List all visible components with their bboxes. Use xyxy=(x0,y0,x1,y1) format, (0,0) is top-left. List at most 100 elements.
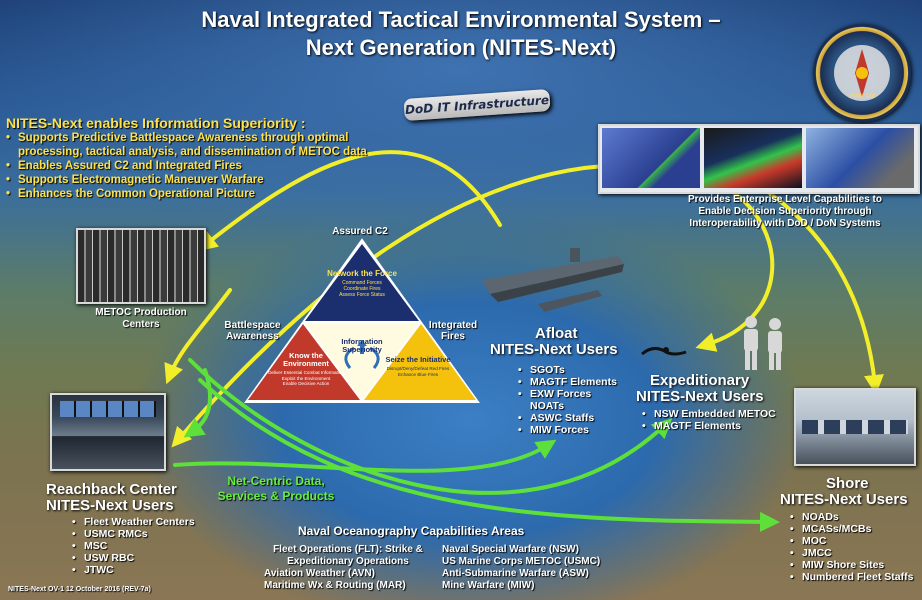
expeditionary-title: Expeditionary xyxy=(650,372,750,389)
info-bullet: Enhances the Common Operational Picture xyxy=(6,187,406,201)
information-superiority-label: Information Superiority xyxy=(341,337,383,354)
arrow-green-to-shore xyxy=(198,378,780,532)
info-superiority-block: NITES-Next enables Information Superiori… xyxy=(6,116,406,201)
metoc-photo xyxy=(76,228,206,304)
assured-c2-label: Assured C2 xyxy=(332,226,388,237)
expeditionary-subtitle: NITES-Next Users xyxy=(636,388,764,405)
know-item: Exploit the Environment xyxy=(281,375,331,381)
capability-area: Anti-Submarine Warfare (ASW) xyxy=(442,568,589,579)
arrow-green-to-afloat xyxy=(173,439,557,473)
reachback-item: Fleet Weather Centers xyxy=(72,516,216,528)
metoc-caption: METOC Production Centers xyxy=(95,307,187,330)
know-item: Deliver Essential Combat Information xyxy=(268,370,344,375)
reachback-users-group: Reachback Center NITES-Next Users Fleet … xyxy=(46,482,216,577)
afloat-item: SGOTs xyxy=(518,364,660,376)
triangle-left xyxy=(248,324,360,400)
info-bullet: Supports Predictive Battlespace Awarenes… xyxy=(6,131,406,159)
diver-icon xyxy=(641,347,687,356)
reachback-item: JTWC xyxy=(72,564,216,576)
network-the-force-title: Network the Force xyxy=(327,269,397,278)
arrow-green-to-reachback-loop xyxy=(183,368,213,438)
screen-thumbnail xyxy=(602,128,700,188)
network-item: Assess Force Status xyxy=(339,292,385,298)
seize-item: Disrupt/Deny/Defeat Red Fires xyxy=(386,366,450,371)
capability-area: Maritime Wx & Routing (MAR) xyxy=(264,580,406,591)
triangle-center xyxy=(305,323,419,400)
net-centric-label: Net-Centric Data, Services & Products xyxy=(206,474,346,504)
afloat-subtitle: NITES-Next Users xyxy=(490,341,618,358)
network-item: Command Forces xyxy=(342,280,382,286)
know-item: Enable Decisive Action xyxy=(282,381,330,386)
arrow-enterprise-to-expeditionary xyxy=(695,188,775,352)
know-the-environment-title: Know the Environment xyxy=(283,351,329,368)
title-line-2: Next Generation (NITES-Next) xyxy=(305,35,617,60)
seize-the-initiative-title: Seize the Initiative xyxy=(385,355,451,364)
shore-title: Shore xyxy=(826,475,869,492)
afloat-list: SGOTs MAGTF Elements EXW Forces NOATs AS… xyxy=(490,364,660,436)
shore-users-group: Shore NITES-Next Users NOADs MCASs/MCBs … xyxy=(780,475,920,584)
reachback-photo xyxy=(50,393,166,471)
enterprise-screens-panel xyxy=(598,124,920,194)
soldiers-icon xyxy=(744,316,782,370)
seize-the-initiative-block: Seize the Initiative Disrupt/Deny/Defeat… xyxy=(380,356,456,377)
seal-text: PMW 120 xyxy=(848,94,876,100)
shore-item: Numbered Fleet Staffs xyxy=(790,571,920,583)
shore-subtitle: NITES-Next Users xyxy=(780,491,908,508)
triangle-right xyxy=(364,324,476,400)
shore-item: MCASs/MCBs xyxy=(790,523,920,535)
arrow-metoc-to-reachback xyxy=(164,288,232,385)
capability-area: Mine Warfare (MIW) xyxy=(442,580,535,591)
info-superiority-heading: NITES-Next enables Information Superiori… xyxy=(6,115,306,131)
page-title: Naval Integrated Tactical Environmental … xyxy=(0,6,922,62)
cycle-arrow-icon xyxy=(369,346,380,369)
shore-list: NOADs MCASs/MCBs MOC JMCC MIW Shore Site… xyxy=(780,511,920,583)
network-the-force-block: Network the Force Command Forces Coordin… xyxy=(322,269,402,298)
carrier-ship-icon xyxy=(482,248,624,312)
know-the-environment-block: Know the Environment Deliver Essential C… xyxy=(268,352,344,387)
reachback-list: Fleet Weather Centers USMC RMCs MSC USW … xyxy=(46,516,216,576)
capability-area: Aviation Weather (AVN) xyxy=(264,568,375,579)
net-centric-line-1: Net-Centric Data, xyxy=(227,474,325,488)
shore-item: MIW Shore Sites xyxy=(790,559,920,571)
screen-thumbnail xyxy=(806,128,914,188)
expeditionary-item: NSW Embedded METOC xyxy=(642,408,786,420)
shore-item: NOADs xyxy=(790,511,920,523)
screen-thumbnail xyxy=(704,128,802,188)
capability-area: Expeditionary Operations xyxy=(287,556,409,567)
capability-area: US Marine Corps METOC (USMC) xyxy=(442,556,601,567)
info-bullet: Supports Electromagnetic Maneuver Warfar… xyxy=(6,173,406,187)
footer-revision: NITES-Next OV-1 12 October 2016 (REV-7a) xyxy=(8,586,151,593)
monitor-wall xyxy=(60,401,156,417)
cycle-arrow-icon xyxy=(344,346,355,369)
expeditionary-list: NSW Embedded METOC MAGTF Elements xyxy=(636,408,786,432)
afloat-item: ASWC Staffs xyxy=(518,412,660,424)
shore-photo xyxy=(794,388,916,466)
reachback-item: USW RBC xyxy=(72,552,216,564)
program-seal: PMW 120 xyxy=(813,24,911,122)
capability-area: Fleet Operations (FLT): Strike & xyxy=(273,544,423,555)
seal-emblem-icon xyxy=(834,45,890,101)
afloat-item: EXW Forces NOATs xyxy=(518,388,610,412)
capability-triangle xyxy=(244,238,480,403)
afloat-title: Afloat xyxy=(535,325,578,342)
triangle-top xyxy=(305,244,419,321)
reachback-subtitle: NITES-Next Users xyxy=(46,497,174,514)
afloat-item: MAGTF Elements xyxy=(518,376,660,388)
net-centric-line-2: Services & Products xyxy=(217,489,335,503)
info-superiority-list: Supports Predictive Battlespace Awarenes… xyxy=(6,131,406,201)
arrow-green-to-expeditionary xyxy=(188,358,673,495)
afloat-item: MIW Forces xyxy=(518,424,660,436)
enterprise-caption: Provides Enterprise Level Capabilities t… xyxy=(688,194,882,229)
integrated-fires-label: Integrated Fires xyxy=(428,320,478,342)
info-bullet: Enables Assured C2 and Integrated Fires xyxy=(6,159,406,173)
reachback-item: USMC RMCs xyxy=(72,528,216,540)
title-line-1: Naval Integrated Tactical Environmental … xyxy=(201,7,721,32)
afloat-users-group: Afloat NITES-Next Users SGOTs MAGTF Elem… xyxy=(490,325,660,437)
capability-areas-left: Fleet Operations (FLT): Strike & Expedit… xyxy=(262,544,434,592)
seize-item: Enhance Blue Fires xyxy=(397,371,439,377)
monitor-row xyxy=(802,420,908,434)
capability-areas-right: Naval Special Warfare (NSW) US Marine Co… xyxy=(442,544,632,592)
expeditionary-item: MAGTF Elements xyxy=(642,420,786,432)
shore-item: JMCC xyxy=(790,547,920,559)
arrow-dod-to-reachback xyxy=(171,162,642,448)
